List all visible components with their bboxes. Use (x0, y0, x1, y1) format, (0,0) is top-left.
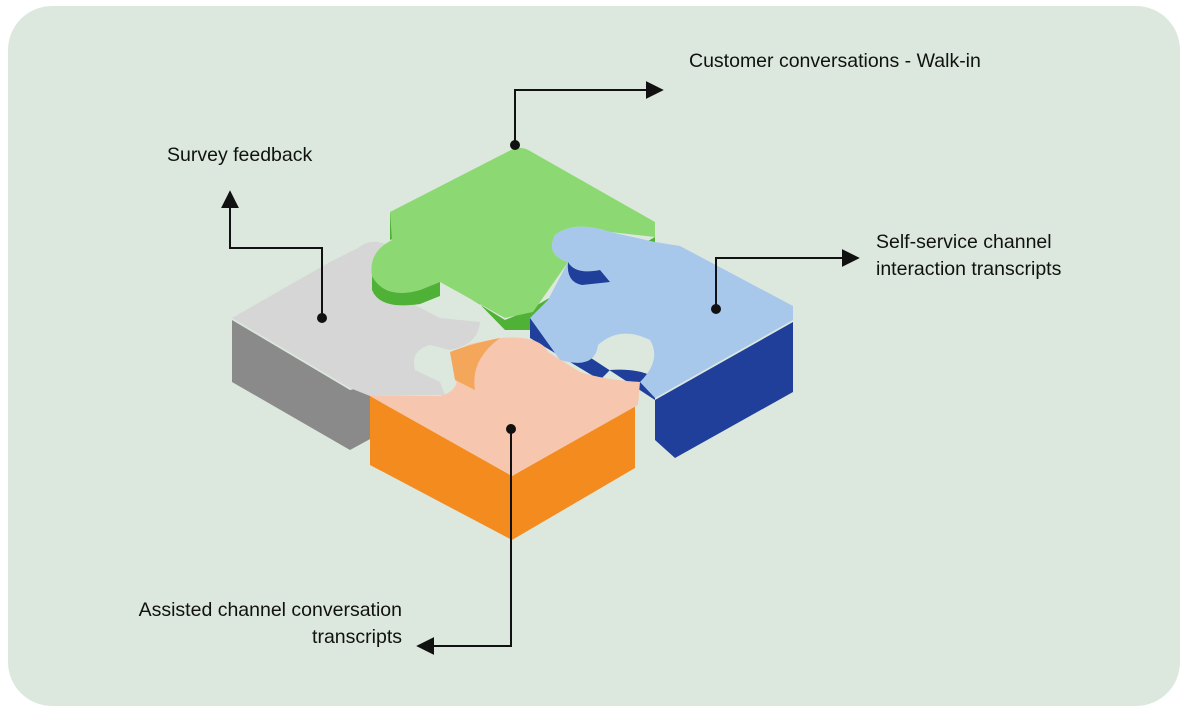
label-assisted-line2: transcripts (312, 626, 402, 648)
puzzle-piece-orange (370, 337, 640, 540)
callout-line (514, 81, 664, 145)
orange-piece-top (370, 337, 640, 476)
label-self-service: Self-service channel interaction transcr… (876, 229, 1061, 283)
green-piece-knob-wall (372, 276, 440, 306)
label-assisted: Assisted channel conversation transcript… (62, 597, 402, 651)
callout-self-service (711, 249, 860, 314)
blue-piece-notch-wall (567, 262, 610, 285)
label-walk-in-text: Customer conversations - Walk-in (689, 50, 981, 72)
green-piece-top (371, 147, 655, 318)
orange-piece-side (370, 396, 635, 540)
callout-assisted (416, 424, 516, 655)
label-survey: Survey feedback (167, 142, 312, 169)
gray-piece-side (232, 320, 372, 450)
blue-piece-top (530, 226, 793, 398)
orange-piece-notch-wall (450, 338, 500, 390)
label-assisted-line1: Assisted channel conversation (138, 599, 402, 621)
callout-line (416, 429, 512, 655)
callout-line (221, 190, 323, 318)
label-self-service-line2: interaction transcripts (876, 258, 1062, 280)
label-walk-in: Customer conversations - Walk-in (689, 48, 981, 75)
label-self-service-line1: Self-service channel (876, 231, 1052, 253)
callout-line (715, 249, 860, 309)
blue-piece-side (530, 318, 793, 458)
label-survey-text: Survey feedback (167, 144, 313, 166)
callout-walk-in (510, 81, 664, 150)
callout-survey (221, 190, 327, 323)
puzzle-piece-blue (530, 226, 793, 458)
gray-piece-top (232, 241, 480, 396)
